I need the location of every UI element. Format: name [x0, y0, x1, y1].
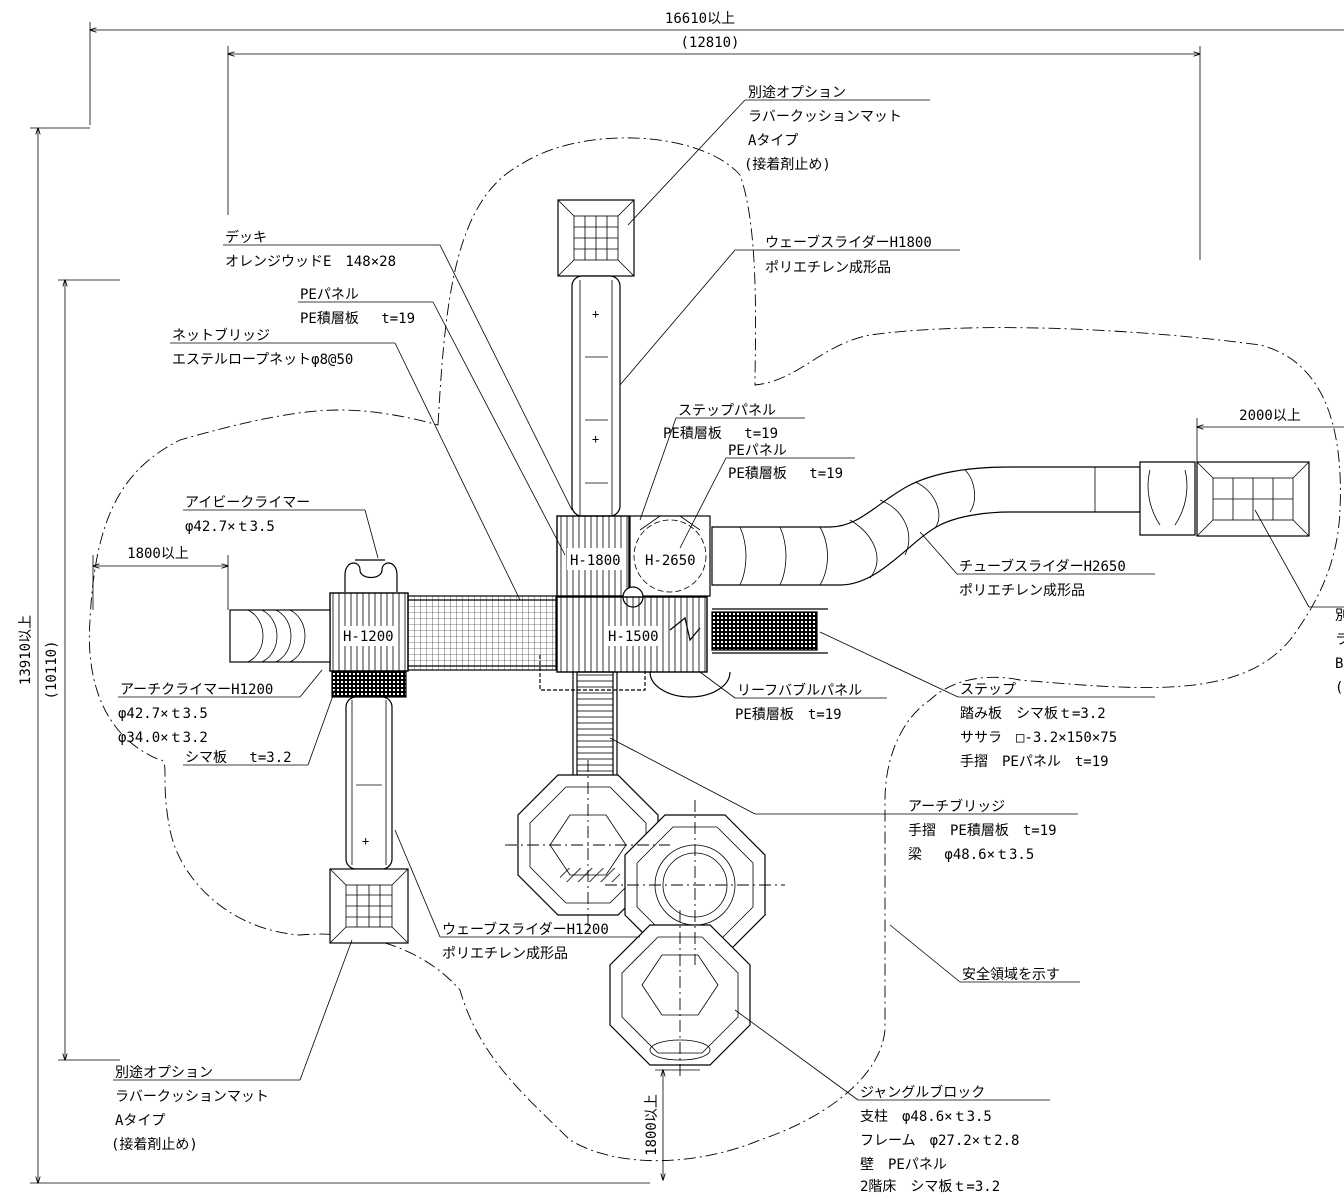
svg-text:2階床 シマ板ｔ=3.2: 2階床 シマ板ｔ=3.2 — [860, 1179, 1000, 1194]
label-pe-panel-1: PEパネル PE積層板 t=19 — [300, 287, 415, 327]
svg-text:PEパネル: PEパネル — [728, 443, 787, 459]
label-mat-bottom: 別途オプション ラバークッションマット Aタイプ (接着剤止め) — [111, 1064, 269, 1153]
svg-text:Aタイプ: Aタイプ — [115, 1113, 165, 1129]
svg-text:リーフバブルパネル: リーフバブルパネル — [737, 682, 862, 699]
dimension-lines — [30, 22, 1344, 1183]
svg-text:φ42.7×ｔ3.5: φ42.7×ｔ3.5 — [118, 706, 208, 722]
label-step: ステップ 踏み板 シマ板ｔ=3.2 ササラ □-3.2×150×75 手摺 PE… — [960, 682, 1117, 770]
center-lines — [505, 760, 785, 1080]
wave-slider-1200: + — [345, 696, 393, 870]
svg-text:PE積層板 t=19: PE積層板 t=19 — [663, 426, 778, 442]
label-deck: デッキ オレンジウッドE 148×28 — [225, 229, 396, 270]
step — [711, 608, 828, 654]
svg-text:PE積層板 t=19: PE積層板 t=19 — [300, 311, 415, 327]
svg-text:PE積層板 t=19: PE積層板 t=19 — [735, 707, 842, 723]
svg-text:Aタイプ: Aタイプ — [748, 133, 798, 149]
svg-text:オレンジウッドE 148×28: オレンジウッドE 148×28 — [225, 254, 396, 270]
svg-text:ポリエチレン成形品: ポリエチレン成形品 — [442, 946, 568, 962]
svg-text:(接着剤止め): (接着剤止め) — [111, 1136, 198, 1153]
svg-text:+: + — [592, 432, 599, 446]
inner-height-text: (10110) — [44, 640, 60, 699]
svg-text:手摺 PE積層板 t=19: 手摺 PE積層板 t=19 — [908, 823, 1057, 839]
left-clearance-text: 1800以上 — [127, 546, 189, 562]
svg-text:ウェーブスライダーH1200: ウェーブスライダーH1200 — [442, 921, 609, 938]
svg-text:別: 別 — [1335, 608, 1344, 624]
svg-text:ポリエチレン成形品: ポリエチレン成形品 — [959, 583, 1085, 599]
svg-text:PE積層板 t=19: PE積層板 t=19 — [728, 466, 843, 482]
svg-text:φ42.7×ｔ3.5: φ42.7×ｔ3.5 — [185, 519, 275, 535]
label-net-bridge: ネットブリッジ エステルロープネットφ8@50 — [172, 327, 353, 368]
svg-text:デッキ: デッキ — [225, 229, 267, 246]
net-bridge — [407, 595, 557, 671]
label-wave-1200: ウェーブスライダーH1200 ポリエチレン成形品 — [442, 921, 609, 962]
svg-text:ウェーブスライダーH1800: ウェーブスライダーH1800 — [765, 234, 932, 251]
leader-lines — [113, 99, 1344, 1101]
wave-slider-1800: + + — [571, 275, 621, 517]
svg-text:壁 PEパネル: 壁 PEパネル — [860, 1157, 947, 1173]
label-safety-area: 安全領域を示す — [962, 966, 1060, 983]
svg-text:ネットブリッジ: ネットブリッジ — [172, 327, 270, 344]
height-h1800: H-1800 — [570, 553, 621, 569]
svg-text:ラバークッションマット: ラバークッションマット — [115, 1089, 269, 1105]
svg-text:フレーム φ27.2×ｔ2.8: フレーム φ27.2×ｔ2.8 — [860, 1133, 1019, 1149]
svg-text:アーチクライマーH1200: アーチクライマーH1200 — [120, 682, 273, 698]
svg-text:踏み板 シマ板ｔ=3.2: 踏み板 シマ板ｔ=3.2 — [960, 706, 1106, 722]
svg-text:梁 φ48.6×ｔ3.5: 梁 φ48.6×ｔ3.5 — [908, 847, 1034, 863]
svg-text:シマ板 t=3.2: シマ板 t=3.2 — [185, 750, 292, 766]
height-h1500: H-1500 — [608, 629, 659, 645]
svg-text:B: B — [1335, 656, 1343, 672]
svg-text:ラバークッションマット: ラバークッションマット — [748, 109, 902, 125]
height-h1200: H-1200 — [343, 629, 394, 645]
label-arch-bridge: アーチブリッジ 手摺 PE積層板 t=19 梁 φ48.6×ｔ3.5 — [908, 798, 1057, 863]
svg-text:ラ: ラ — [1335, 632, 1344, 648]
platform-h1800 — [556, 515, 630, 597]
svg-text:φ34.0×ｔ3.2: φ34.0×ｔ3.2 — [118, 730, 208, 746]
bottom-clearance-text: 1800以上 — [644, 1094, 660, 1156]
svg-text:ササラ □-3.2×150×75: ササラ □-3.2×150×75 — [960, 730, 1117, 746]
svg-text:アーチブリッジ: アーチブリッジ — [908, 798, 1005, 815]
svg-text:エステルロープネットφ8@50: エステルロープネットφ8@50 — [172, 352, 353, 368]
svg-text:(接: (接 — [1335, 679, 1344, 696]
height-h2650: H-2650 — [645, 553, 696, 569]
tube-slider-2650 — [711, 461, 1196, 586]
svg-text:アイビークライマー: アイビークライマー — [185, 495, 310, 511]
svg-text:(接着剤止め): (接着剤止め) — [744, 156, 831, 173]
jungle-block-3 — [609, 924, 751, 1066]
label-step-panel: ステップパネル PE積層板 t=19 — [663, 403, 778, 442]
inner-width-text: (12810) — [680, 35, 739, 51]
platform-h1500 — [539, 596, 731, 698]
svg-text:+: + — [592, 307, 599, 321]
overall-width-text: 16610以上 — [665, 11, 735, 27]
label-mat-right: 別 ラ B (接 — [1335, 608, 1344, 696]
svg-text:PEパネル: PEパネル — [300, 287, 359, 303]
svg-text:手摺 PEパネル t=19: 手摺 PEパネル t=19 — [960, 754, 1109, 770]
rubber-mat-bottom — [329, 868, 409, 944]
svg-text:別途オプション: 別途オプション — [748, 84, 846, 101]
svg-text:ステップパネル: ステップパネル — [678, 403, 776, 419]
svg-text:ジャングルブロック: ジャングルブロック — [860, 1084, 985, 1101]
label-mat-top: 別途オプション ラバークッションマット Aタイプ (接着剤止め) — [744, 84, 902, 173]
platform-h1200 — [329, 592, 409, 698]
svg-text:+: + — [362, 834, 369, 848]
svg-text:チューブスライダーH2650: チューブスライダーH2650 — [959, 558, 1126, 575]
arch-climber — [229, 609, 331, 663]
svg-text:支柱 φ48.6×ｔ3.5: 支柱 φ48.6×ｔ3.5 — [860, 1109, 992, 1125]
safety-area-outline — [88, 137, 1341, 1162]
svg-text:別途オプション: 別途オプション — [115, 1064, 213, 1081]
overall-height-text: 13910以上 — [18, 615, 34, 685]
label-tube-slider: チューブスライダーH2650 ポリエチレン成形品 — [959, 558, 1126, 599]
label-arch-climber: アーチクライマーH1200 φ42.7×ｔ3.5 φ34.0×ｔ3.2 シマ板 … — [118, 682, 292, 766]
ivy-climber — [344, 559, 398, 592]
right-clearance-text: 2000以上 — [1239, 408, 1301, 424]
label-pe-panel-2: PEパネル PE積層板 t=19 — [728, 443, 843, 482]
svg-text:ポリエチレン成形品: ポリエチレン成形品 — [765, 260, 891, 276]
label-leaf-bubble: リーフバブルパネル PE積層板 t=19 — [735, 682, 862, 723]
label-ivy-climber: アイビークライマー φ42.7×ｔ3.5 — [185, 495, 310, 535]
label-jungle-block: ジャングルブロック 支柱 φ48.6×ｔ3.5 フレーム φ27.2×ｔ2.8 … — [860, 1084, 1019, 1194]
label-wave-1800: ウェーブスライダーH1800 ポリエチレン成形品 — [765, 234, 932, 276]
rubber-mat-right — [1196, 461, 1310, 537]
rubber-mat-top — [557, 199, 635, 277]
svg-text:ステップ: ステップ — [960, 682, 1016, 698]
